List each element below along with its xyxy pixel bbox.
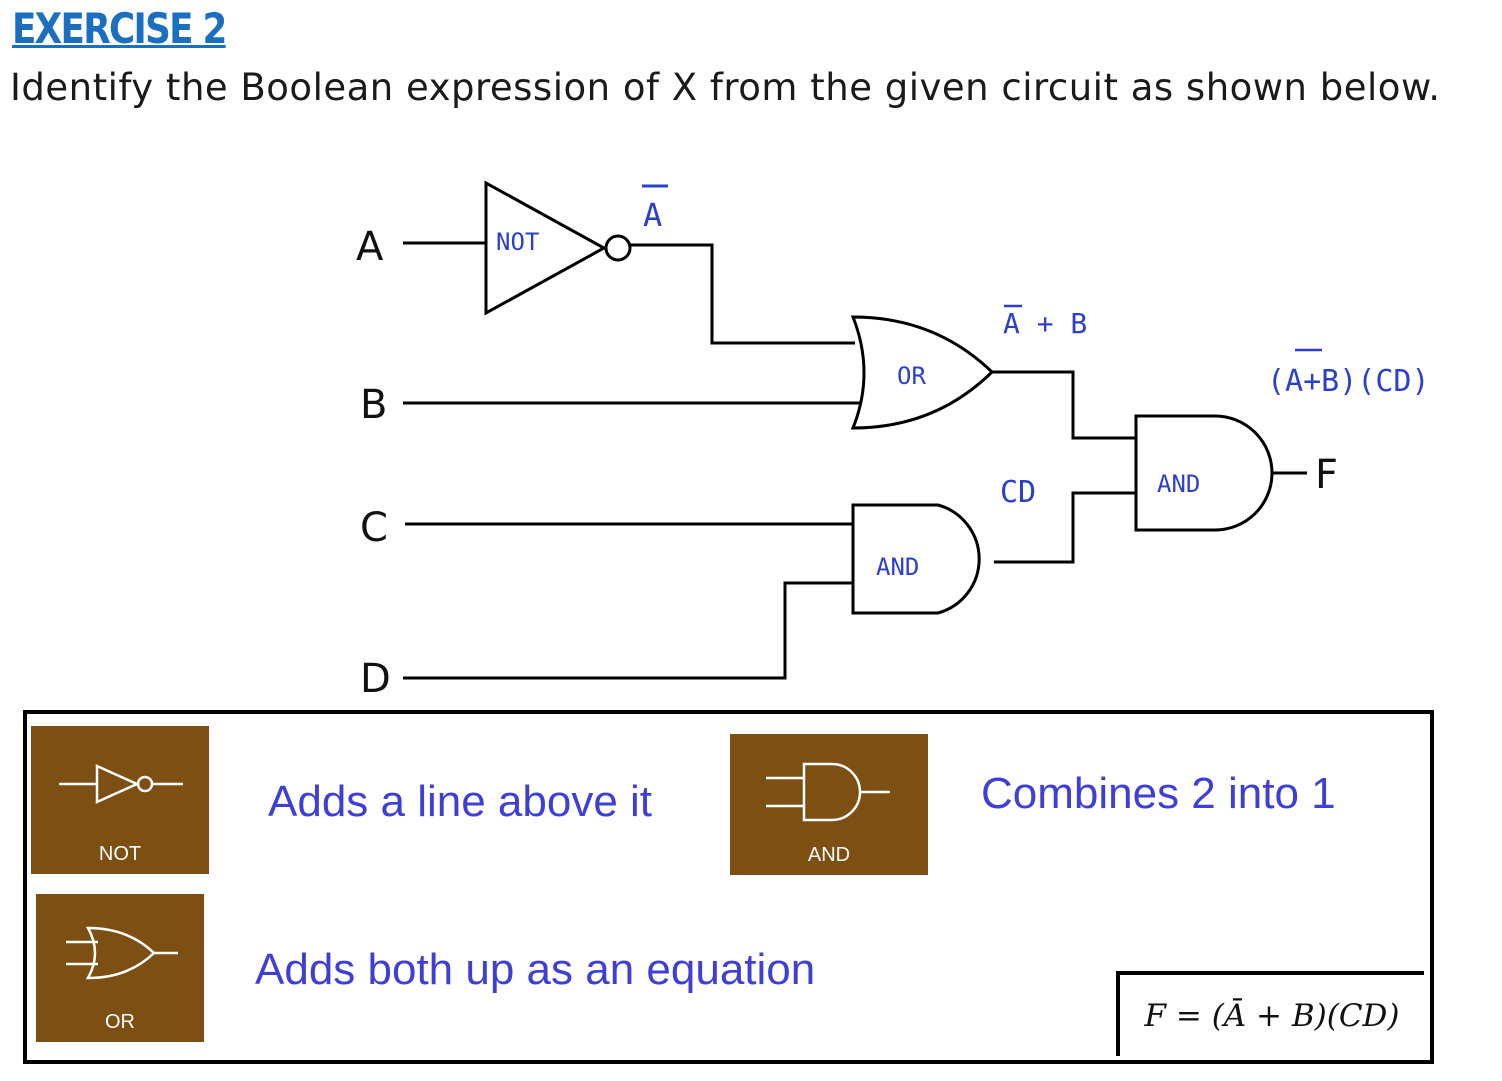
wire-d <box>403 581 853 680</box>
result-formula: F = (Ā + B)(CD) <box>1116 971 1424 1056</box>
circuit-diagram: A B C D F NOT OR AND AND A A + B CD (A+B… <box>356 180 1430 702</box>
wire-not-a <box>630 243 855 345</box>
exercise-title: EXERCISE 2 <box>12 4 227 53</box>
output-f-label: F <box>1315 452 1338 498</box>
not-symbol-icon <box>59 764 183 804</box>
or-gate <box>850 315 995 430</box>
not-caption: NOT <box>98 843 142 865</box>
and-symbol-icon <box>766 762 890 822</box>
and-cd-label: AND <box>876 553 919 581</box>
input-d-label: D <box>360 656 391 702</box>
and-gate-final <box>1134 414 1274 532</box>
and-caption: AND <box>807 844 851 866</box>
legend-box <box>23 710 1434 1064</box>
not-bubble <box>604 234 632 262</box>
or-symbol-icon <box>66 926 178 980</box>
legend-not-card: NOT <box>31 726 209 874</box>
not-gate <box>484 180 608 316</box>
legend-and-card: AND <box>730 734 928 875</box>
annotation-not-a: A <box>643 196 662 234</box>
input-a-label: A <box>356 224 384 270</box>
not-gate-label: NOT <box>496 228 539 256</box>
instruction-text: Identify the Boolean expression of X fro… <box>10 66 1441 109</box>
or-description: Adds both up as an equation <box>255 945 816 994</box>
legend-or-card: OR <box>36 894 204 1042</box>
wire-a-plus-b <box>992 370 1137 440</box>
wire-cd <box>994 491 1137 564</box>
and-final-label: AND <box>1157 470 1200 498</box>
and-gate-cd <box>851 503 981 615</box>
or-gate-label: OR <box>897 362 926 390</box>
or-caption: OR <box>105 1011 135 1033</box>
not-description: Adds a line above it <box>268 777 653 826</box>
annotation-final: (A+B)(CD) <box>1267 364 1430 399</box>
input-b-label: B <box>360 382 387 428</box>
annotation-a-plus-b: A + B <box>1003 307 1087 340</box>
and-description: Combines 2 into 1 <box>981 769 1336 818</box>
annotation-cd: CD <box>1000 475 1036 510</box>
input-c-label: C <box>360 505 388 551</box>
